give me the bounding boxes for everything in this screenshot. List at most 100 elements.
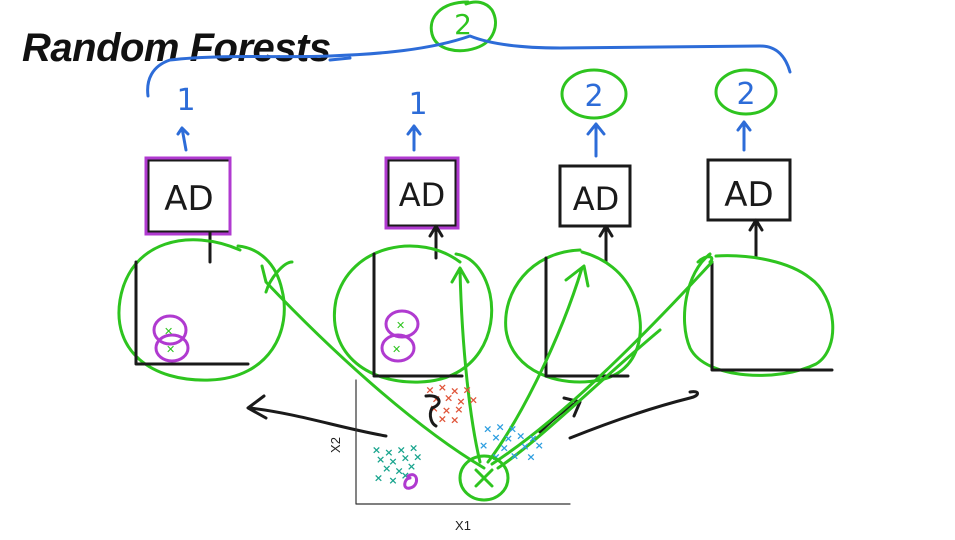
final-vote-label: 2 bbox=[454, 8, 472, 41]
tree-2-vote: 1 bbox=[408, 87, 427, 122]
cluster-blue-point: × bbox=[500, 441, 509, 454]
cluster-blue-point: × bbox=[491, 431, 500, 444]
cluster-teal-point: × bbox=[395, 464, 404, 477]
tree-2-point-a: ✕ bbox=[396, 319, 405, 332]
tree-1: 1 AD ✕ ✕ bbox=[117, 83, 286, 382]
cluster-teal-point: × bbox=[384, 446, 393, 459]
cluster-teal-point: × bbox=[382, 462, 391, 475]
sample-line-4b bbox=[496, 328, 662, 470]
cluster-red-point: × bbox=[450, 384, 459, 397]
sample-line-4 bbox=[490, 255, 714, 466]
tree-2-axes bbox=[372, 252, 464, 378]
cluster-red-point: × bbox=[469, 394, 478, 407]
tree-2-point-highlight-a bbox=[384, 309, 420, 339]
tree-4: 2 AD bbox=[683, 68, 835, 377]
sample-line-1 bbox=[260, 264, 486, 470]
tree-2-point-highlight-b bbox=[380, 333, 416, 363]
tree-3-vote: 2 bbox=[584, 79, 603, 114]
cluster-blue-point: × bbox=[535, 439, 544, 452]
tree-1-up-arrow bbox=[176, 126, 190, 152]
tree-3-up-arrow bbox=[586, 122, 606, 158]
cluster-teal-point: × bbox=[401, 469, 410, 482]
cluster-blue-point: × bbox=[479, 439, 488, 452]
cluster-red-point: × bbox=[444, 391, 453, 404]
cluster-blue-point: × bbox=[495, 420, 504, 433]
tree-1-box-highlight bbox=[144, 156, 232, 236]
tree-3-sample-circle bbox=[504, 248, 642, 384]
cluster-red-point: × bbox=[438, 412, 447, 425]
highlighted-point-mark bbox=[474, 468, 494, 488]
sample-line-1-tip bbox=[264, 260, 294, 294]
final-vote-circle bbox=[429, 0, 497, 53]
cluster-blue-point: × bbox=[483, 423, 492, 436]
tree-3: 2 AD bbox=[504, 68, 642, 384]
cluster-teal-point: × bbox=[388, 474, 397, 487]
sample-line-3 bbox=[486, 264, 590, 464]
tree-2-point-b: ✕ bbox=[392, 343, 401, 356]
highlighted-point-circle bbox=[458, 454, 510, 502]
cluster-teal-point: × bbox=[401, 452, 410, 465]
tree-3-box bbox=[558, 164, 632, 228]
tree-3-stem bbox=[598, 224, 614, 264]
x-axis-label: X1 bbox=[455, 518, 471, 533]
cluster-teal-point: × bbox=[413, 451, 422, 464]
dataset-axes bbox=[355, 379, 571, 505]
cluster-teal-point: × bbox=[397, 444, 406, 457]
tree-2-box bbox=[386, 158, 458, 228]
cluster-red-point: × bbox=[432, 393, 441, 406]
tree-4-box bbox=[706, 158, 792, 222]
dataset-scatter: X2 X1 ××××××××××××××××××××××××××××××××××… bbox=[328, 379, 571, 533]
y-axis-label: X2 bbox=[328, 437, 343, 453]
tree-1-point-a: ✕ bbox=[164, 325, 173, 338]
tree-1-point-highlight-a bbox=[152, 314, 188, 346]
tree-2-box-label: AD bbox=[399, 176, 446, 214]
arrow-to-tree-1 bbox=[246, 394, 388, 438]
cluster-blue-point: × bbox=[508, 423, 517, 436]
tree-1-vote: 1 bbox=[176, 83, 195, 118]
cluster-teal-point: × bbox=[407, 460, 416, 473]
cluster-blue-point: × bbox=[510, 449, 519, 462]
tree-1-sample-circle bbox=[117, 238, 286, 382]
cluster-red-point: × bbox=[454, 403, 463, 416]
cluster-teal-point: × bbox=[388, 455, 397, 468]
sample-line-2 bbox=[450, 266, 482, 464]
final-vote: 2 bbox=[429, 0, 497, 53]
tree-1-point-b: ✕ bbox=[166, 343, 175, 356]
tree-3-box-label: AD bbox=[573, 180, 620, 218]
tree-1-box-label: AD bbox=[164, 179, 213, 219]
cluster-red-point: × bbox=[450, 413, 459, 426]
tree-4-sample-circle bbox=[683, 252, 835, 377]
cluster-red-point: × bbox=[438, 381, 447, 394]
dataset-points: ××××××××××××××××××××××××××××××××××××××××… bbox=[372, 381, 544, 487]
cluster-teal-point: × bbox=[374, 471, 383, 484]
question-mark-stroke bbox=[424, 394, 441, 428]
cluster-red-point: × bbox=[456, 395, 465, 408]
cluster-red-point: × bbox=[463, 383, 472, 396]
arrow-to-tree-3 bbox=[538, 396, 582, 434]
tree-1-point-highlight-b bbox=[154, 333, 190, 363]
purple-annotation bbox=[403, 473, 418, 490]
cluster-blue-point: × bbox=[520, 440, 529, 453]
tree-4-axes bbox=[710, 260, 834, 372]
cluster-blue-point: × bbox=[516, 430, 525, 443]
tree-3-vote-circle bbox=[560, 68, 628, 120]
tree-2: 1 AD ✕ ✕ bbox=[333, 87, 494, 384]
cluster-blue-point: × bbox=[526, 451, 535, 464]
bracket-stroke bbox=[328, 56, 352, 62]
cluster-blue-point: × bbox=[528, 432, 537, 445]
tree-4-up-arrow bbox=[736, 120, 752, 152]
cluster-red-point: × bbox=[442, 404, 451, 417]
tree-2-box-highlight bbox=[384, 156, 460, 230]
arrow-to-tree-4 bbox=[568, 390, 699, 440]
tree-4-vote: 2 bbox=[736, 77, 755, 112]
page-title: Random Forests bbox=[22, 26, 331, 70]
tree-4-box-label: AD bbox=[724, 175, 773, 215]
tree-4-stem bbox=[748, 218, 764, 258]
cluster-blue-point: × bbox=[491, 451, 500, 464]
tree-1-axes bbox=[134, 260, 250, 366]
tree-2-stem bbox=[428, 224, 444, 260]
cluster-blue-point: × bbox=[504, 432, 513, 445]
cluster-teal-point: × bbox=[376, 453, 385, 466]
tree-4-vote-circle bbox=[714, 68, 778, 116]
